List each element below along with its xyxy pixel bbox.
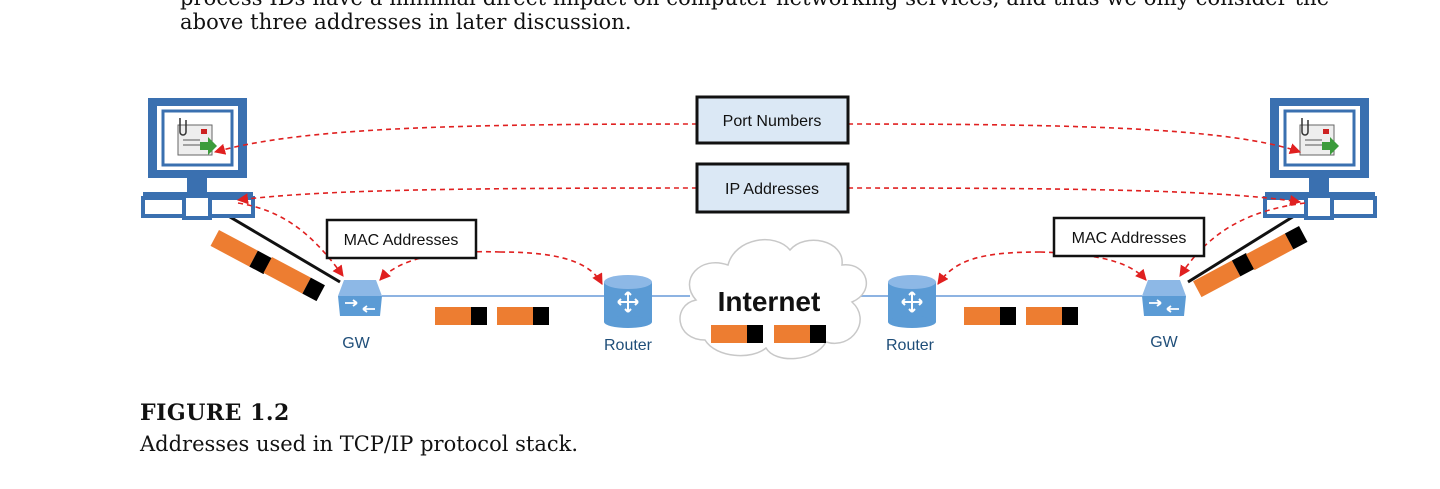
packet-icon	[435, 307, 487, 325]
packet-icon	[1246, 226, 1308, 271]
right-computer-icon	[1263, 98, 1377, 220]
right-gateway-icon	[1142, 280, 1186, 316]
port-numbers-box: Port Numbers	[695, 95, 850, 145]
port-arrow-left	[213, 123, 698, 155]
right-router-label: Router	[886, 337, 935, 354]
packet-icon	[1026, 307, 1078, 325]
left-router-icon	[604, 275, 652, 328]
mac-addresses-label-right: MAC Addresses	[1072, 230, 1187, 247]
left-router-label: Router	[604, 337, 653, 354]
mac-arrow-left-1	[237, 202, 344, 277]
ip-addresses-box: IP Addresses	[695, 162, 850, 214]
packet-icon	[497, 307, 549, 325]
mac-arrow-right-3	[1179, 202, 1306, 277]
body-text-line-1: process IDs have a minimal direct impact…	[180, 0, 1329, 10]
ip-arrow-right	[847, 187, 1302, 207]
port-arrow-right	[847, 123, 1302, 155]
left-computer-icon	[141, 98, 255, 220]
mac-arrow-right-1	[937, 251, 1041, 285]
left-gw-label: GW	[342, 335, 370, 352]
right-gw-label: GW	[1150, 334, 1178, 351]
packet-icon	[711, 325, 763, 343]
internet-label: Internet	[718, 286, 821, 317]
mac-addresses-label-left: MAC Addresses	[344, 232, 459, 249]
figure-caption-text: Addresses used in TCP/IP protocol stack.	[140, 432, 578, 456]
mac-arrow-left-3	[499, 251, 603, 285]
port-numbers-label: Port Numbers	[723, 113, 822, 130]
mac-addresses-box-right: MAC Addresses	[1052, 216, 1206, 258]
ip-addresses-label: IP Addresses	[725, 181, 819, 198]
packet-icon	[263, 257, 325, 302]
figure-caption-label: FIGURE 1.2	[140, 400, 290, 426]
ip-arrow-left	[236, 187, 698, 205]
left-email-icon	[177, 118, 217, 156]
right-router-icon	[888, 275, 936, 328]
packet-icon	[774, 325, 826, 343]
left-gateway-icon	[338, 280, 382, 316]
packet-icons	[210, 226, 1308, 343]
packet-icon	[964, 307, 1016, 325]
mac-addresses-box-left: MAC Addresses	[325, 218, 478, 260]
body-text-line-2: above three addresses in later discussio…	[180, 10, 632, 34]
right-email-icon	[1299, 118, 1339, 156]
